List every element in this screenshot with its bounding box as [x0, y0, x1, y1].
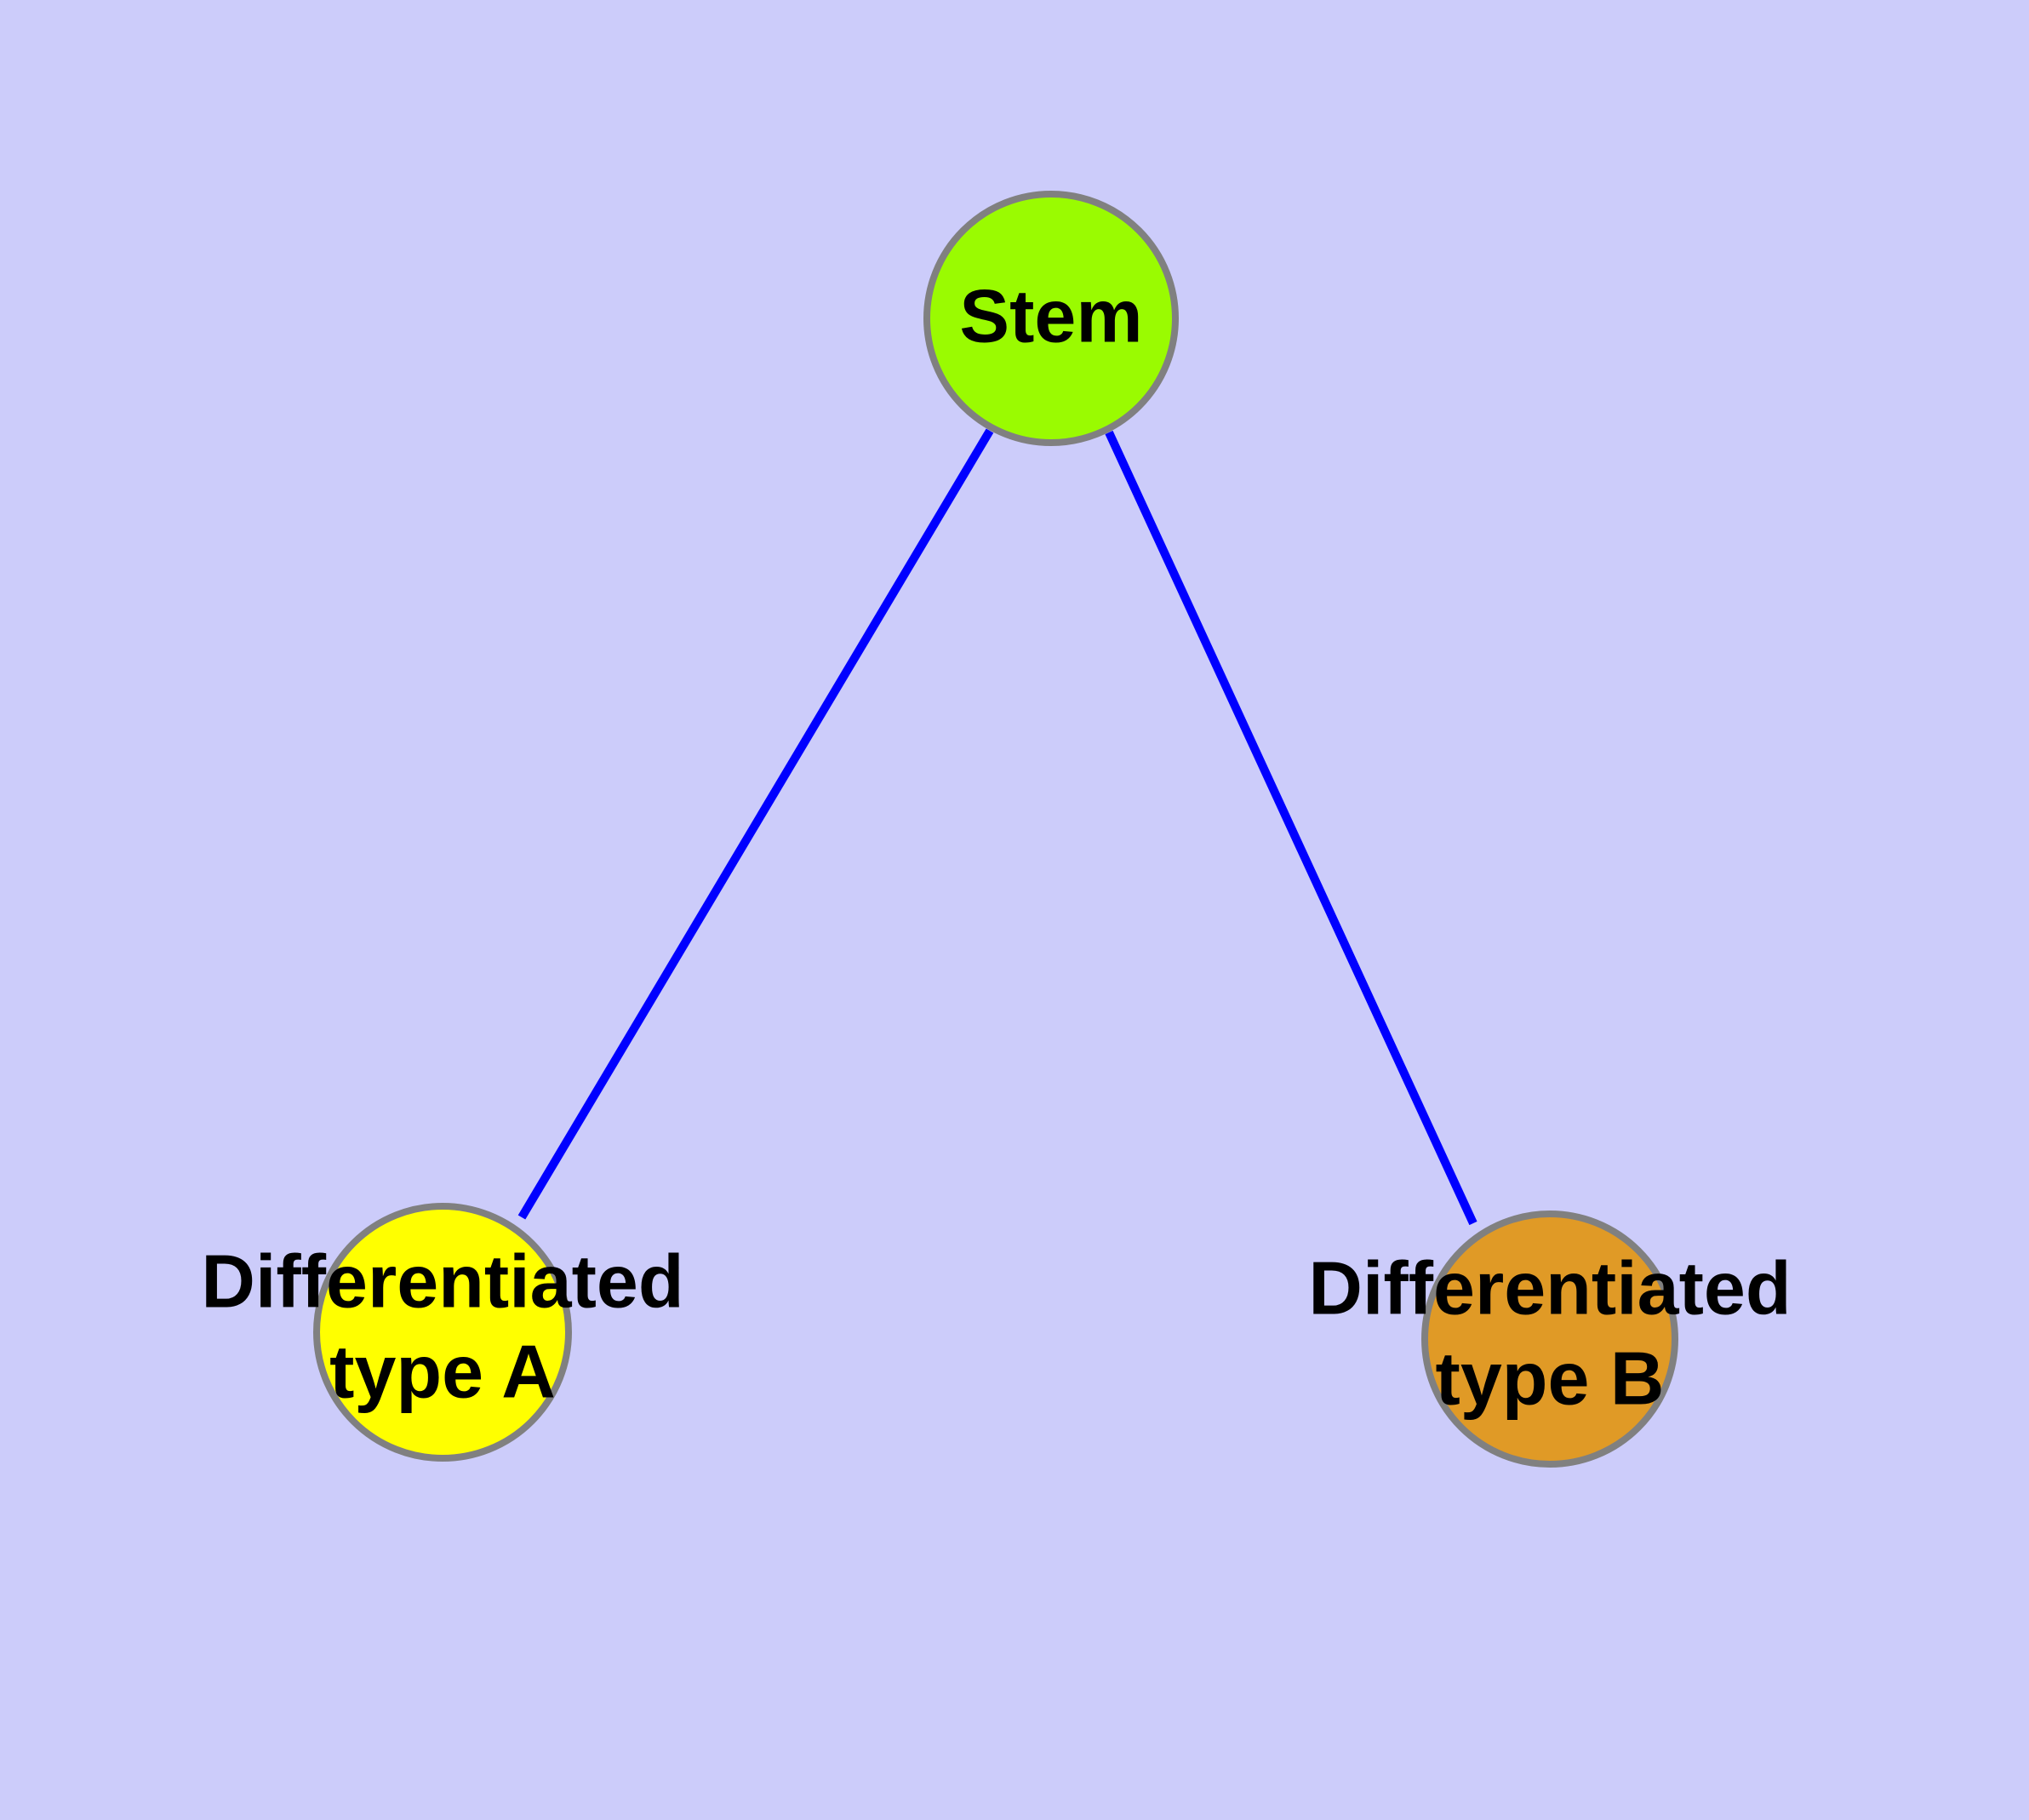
- node-circle-stem[interactable]: [923, 191, 1179, 446]
- node-label-type-a-line1: Differentiated: [201, 1239, 683, 1323]
- node-circle-type-b[interactable]: [1421, 1210, 1678, 1468]
- node-circle-type-a[interactable]: [313, 1203, 572, 1462]
- node-label-stem: Stem: [959, 273, 1142, 358]
- node-layer: [313, 191, 1678, 1468]
- node-diff-type-a[interactable]: [313, 1203, 572, 1462]
- label-layer: Stem Differentiated type A Differentiate…: [201, 273, 1791, 1420]
- node-label-type-b-line1: Differentiated: [1308, 1245, 1791, 1330]
- edge-stem-to-type-b[interactable]: [1105, 430, 1477, 1226]
- edge-layer: [517, 428, 1477, 1226]
- node-diff-type-b[interactable]: [1421, 1210, 1678, 1468]
- node-label-type-b-line2: type B: [1436, 1336, 1665, 1420]
- edge-stem-to-type-a[interactable]: [517, 428, 994, 1220]
- node-label-type-a-line2: type A: [329, 1329, 556, 1413]
- node-stem[interactable]: [923, 191, 1179, 446]
